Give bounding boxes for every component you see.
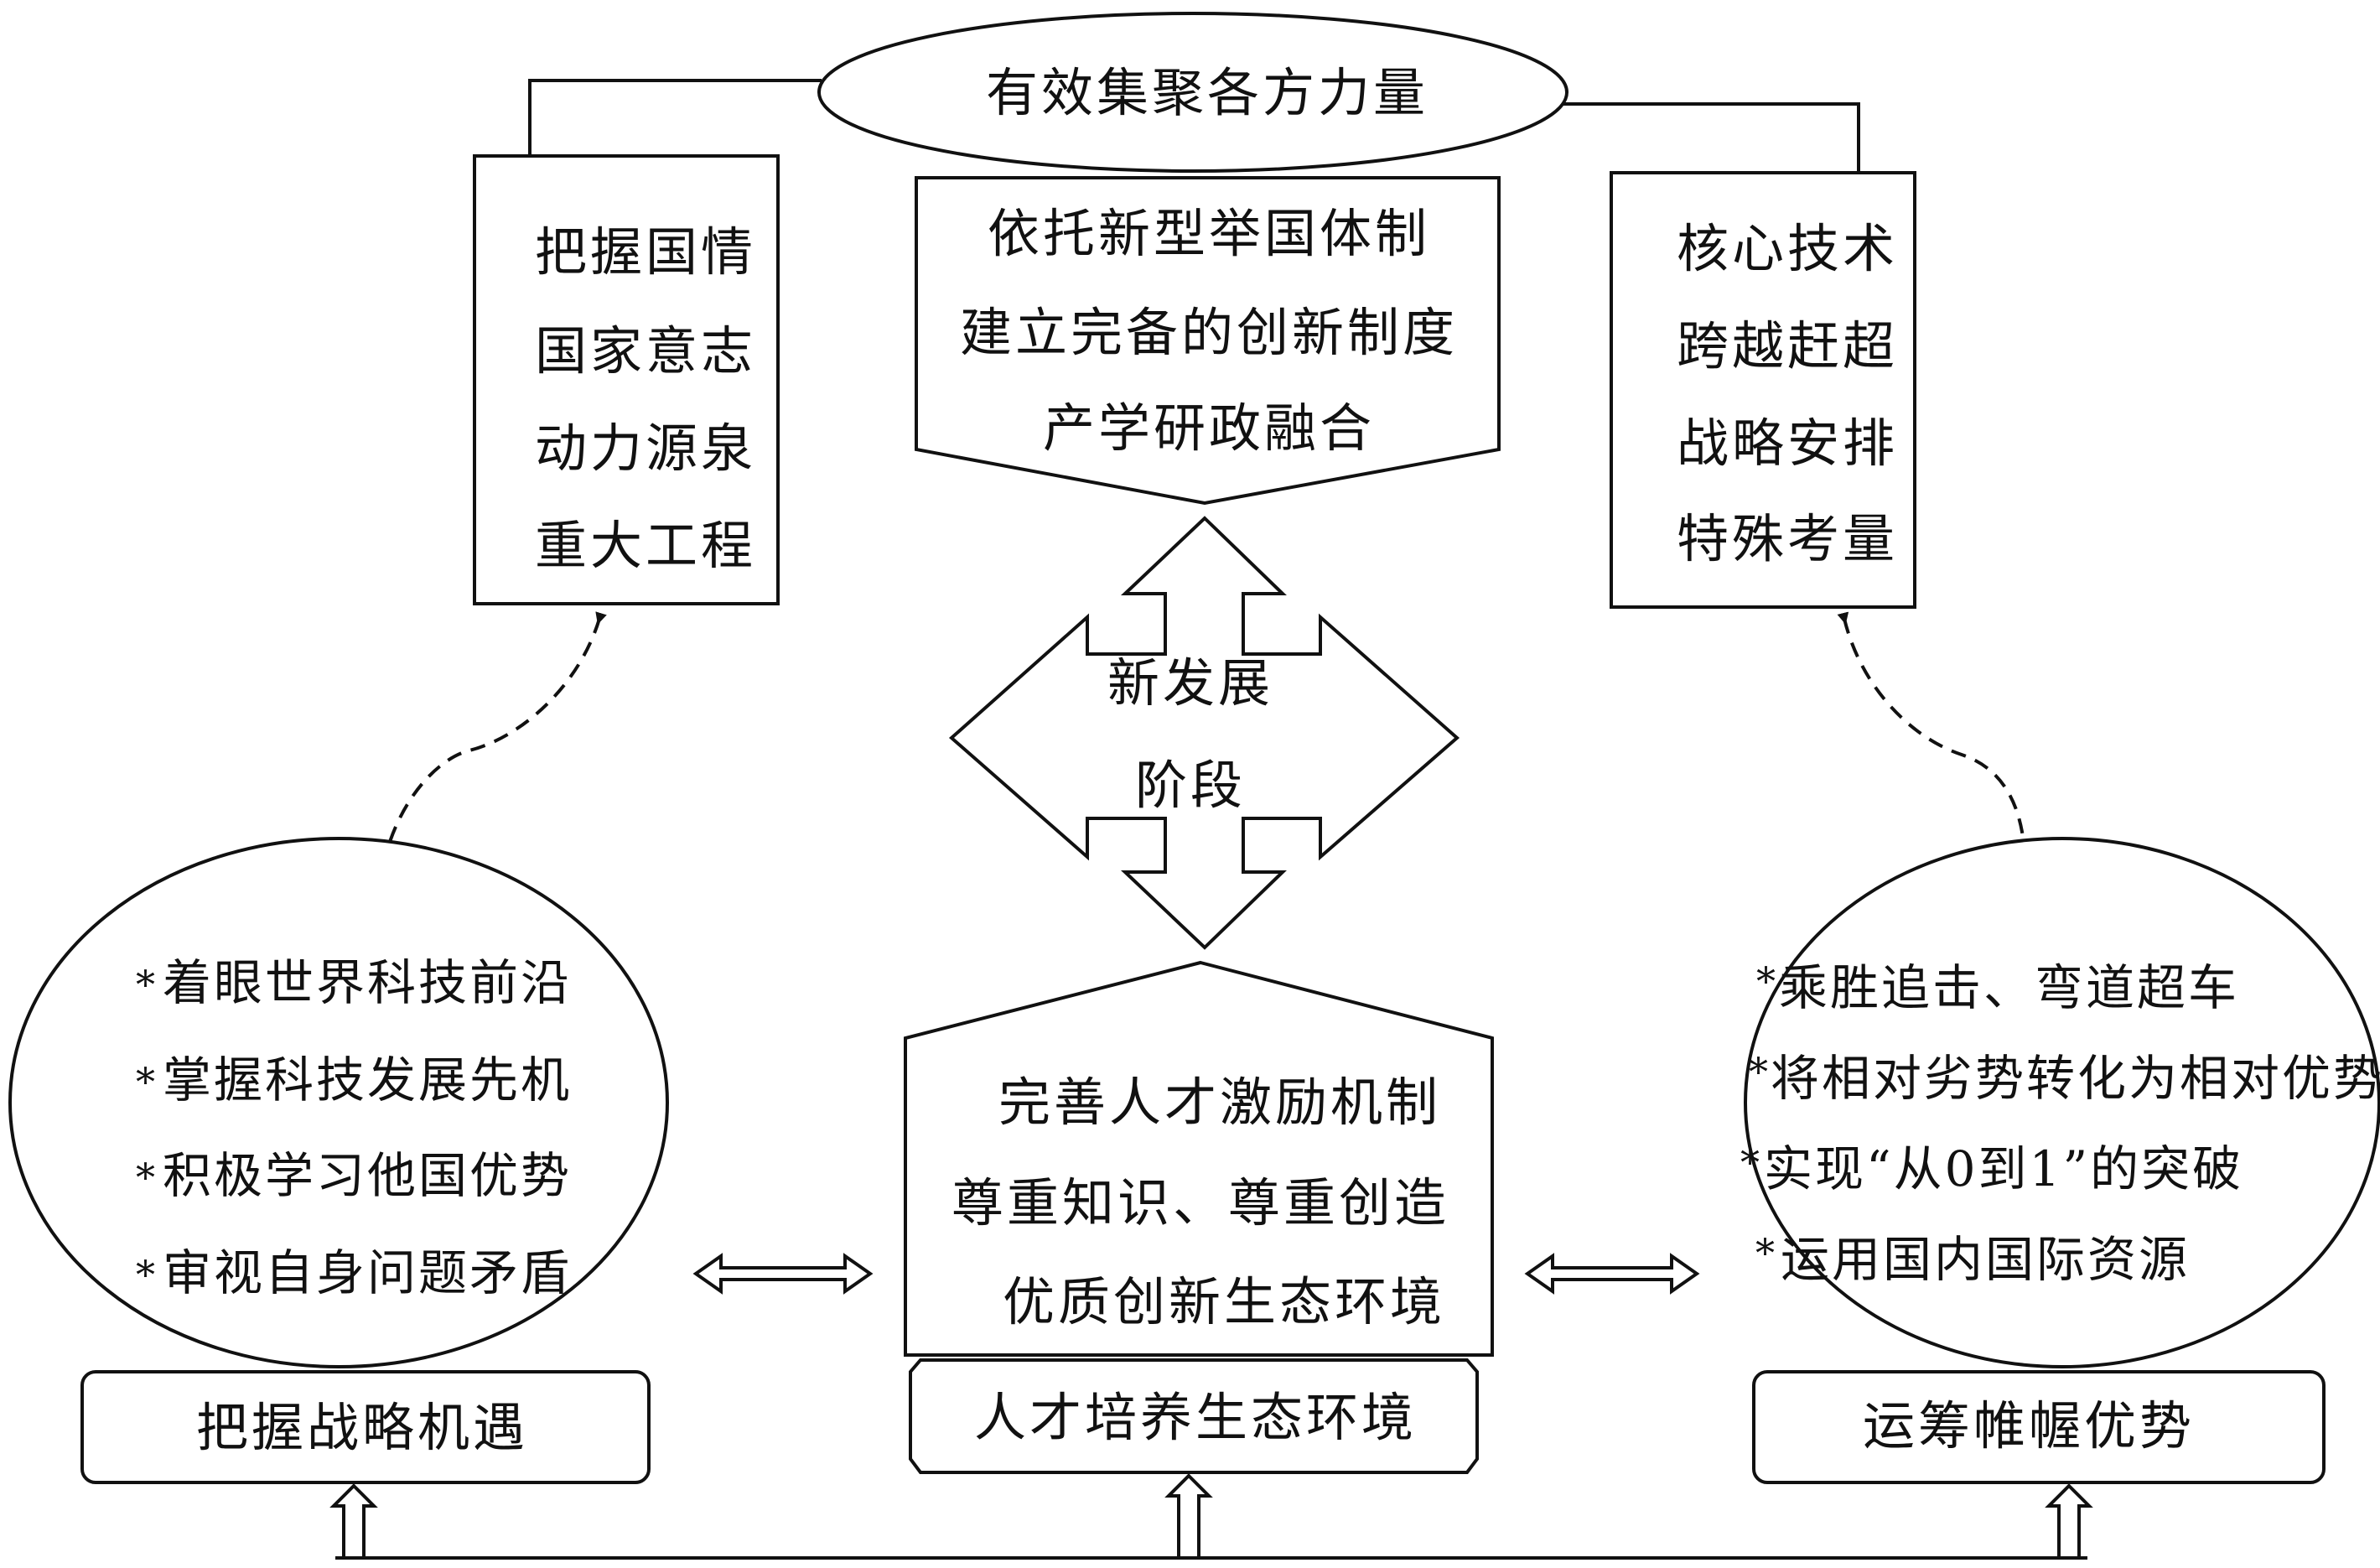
left-box-line: 动力源泉: [535, 418, 756, 479]
center-top-line: 依托新型举国体制: [988, 203, 1430, 264]
center-house-line: 优质创新生态环境: [1003, 1271, 1445, 1332]
right-ellipse-item: 实现“从0到1”的突破: [1764, 1140, 2243, 1197]
right-ellipse-item: 将相对劣势转化为相对优势: [1771, 1050, 2380, 1107]
bullet-symbol: *: [1755, 1230, 1775, 1275]
right-box-line: 核心技术: [1677, 218, 1898, 279]
connector-top-right: [1563, 102, 1860, 173]
bullet-symbol: *: [136, 1155, 155, 1200]
center-top-line: 产学研政融合: [1043, 397, 1375, 459]
dashed-connector-right: [1837, 611, 2031, 895]
top-ellipse: 有效集聚各方力量: [817, 12, 1569, 173]
bullet-symbol: *: [136, 1252, 155, 1297]
bottom-label-center-text: 人才培养生态环境: [974, 1387, 1417, 1448]
left-ellipse-item: 审视自身问题矛盾: [163, 1244, 572, 1301]
right-box-line: 跨越赶超: [1677, 315, 1898, 376]
bottom-label-left: 把握战略机遇: [80, 1370, 651, 1484]
left-ellipse-item: 着眼世界科技前沿: [163, 954, 572, 1011]
left-ellipse-item: 掌握科技发展先机: [163, 1051, 572, 1109]
double-arrow-right: [1524, 1253, 1700, 1295]
bullet-symbol: *: [136, 1059, 155, 1104]
bottom-label-right-text: 运筹帷幄优势: [1863, 1395, 2195, 1456]
center-top-box: 依托新型举国体制 建立完备的创新制度 产学研政融合: [915, 176, 1501, 506]
left-box: 把握国情 国家意志 动力源泉 重大工程: [473, 154, 780, 605]
bottom-label-right: 运筹帷幄优势: [1752, 1370, 2326, 1484]
left-ellipse: * 着眼世界科技前沿 * 掌握科技发展先机 * 积极学习他国优势 * 审视自身问…: [8, 837, 669, 1368]
right-box-line: 特殊考量: [1677, 508, 1898, 569]
center-house-line: 完善人才激励机制: [998, 1072, 1441, 1133]
right-box-line: 战略安排: [1677, 413, 1898, 474]
arrow-label: 新发展: [1107, 652, 1273, 714]
double-arrow-left: [692, 1253, 874, 1295]
up-arrow-center: [1164, 1473, 1213, 1560]
bottom-label-left-text: 把握战略机遇: [196, 1397, 528, 1458]
right-box: 核心技术 跨越赶超 战略安排 特殊考量: [1610, 171, 1916, 609]
up-arrow-left: [329, 1483, 378, 1560]
left-box-line: 重大工程: [535, 515, 756, 576]
top-ellipse-label: 有效集聚各方力量: [986, 62, 1429, 123]
bullet-symbol: *: [1756, 958, 1776, 1004]
dashed-connector-left: [376, 611, 607, 880]
left-box-line: 国家意志: [535, 320, 756, 382]
bullet-symbol: *: [136, 962, 155, 1007]
right-ellipse-item: 乘胜追击、弯道超车: [1779, 959, 2239, 1016]
four-way-arrow: 新发展 阶段: [948, 516, 1460, 950]
bullet-symbol: *: [1749, 1049, 1768, 1094]
center-house-line: 尊重知识、尊重创造: [951, 1172, 1449, 1233]
arrow-label: 阶段: [1135, 755, 1246, 816]
bottom-connector: [329, 1473, 2093, 1560]
up-arrow-right: [2045, 1483, 2093, 1560]
bottom-label-center: 人才培养生态环境: [909, 1358, 1479, 1474]
right-ellipse: * 乘胜追击、弯道超车 * 将相对劣势转化为相对优势 * 实现“从0到1”的突破…: [1740, 837, 2380, 1368]
left-box-line: 把握国情: [535, 221, 756, 283]
center-top-line: 建立完备的创新制度: [960, 302, 1458, 363]
bullet-symbol: *: [1740, 1140, 1760, 1185]
right-ellipse-item: 运用国内国际资源: [1781, 1231, 2190, 1288]
left-ellipse-item: 积极学习他国优势: [163, 1147, 572, 1204]
center-house: 完善人才激励机制 尊重知识、尊重创造 优质创新生态环境: [904, 960, 1494, 1357]
connector-top-left: [528, 79, 822, 156]
